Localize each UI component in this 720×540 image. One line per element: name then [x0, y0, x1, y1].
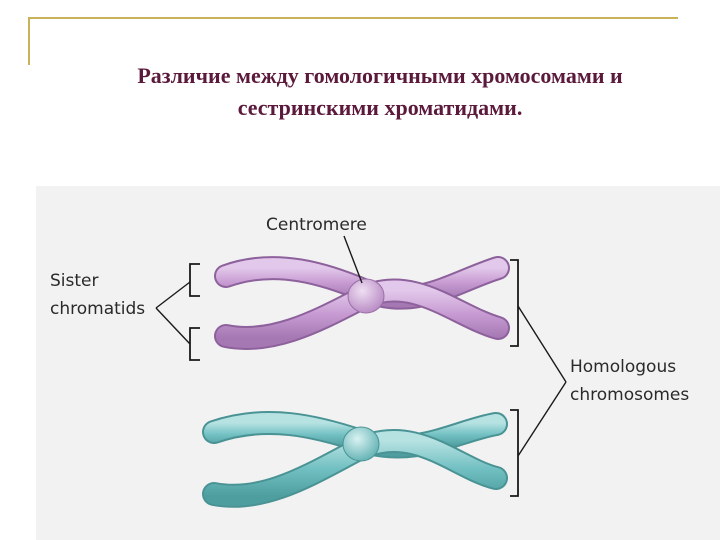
centromere-leader: [343, 235, 363, 284]
title-line-1: Различие между гомологичными хромосомами…: [137, 63, 623, 88]
homologous-leader-upper: [517, 305, 567, 383]
homologous-label-line-2: chromosomes: [570, 385, 689, 405]
homologous-bracket-upper: [510, 259, 519, 347]
centromere-top: [347, 278, 385, 314]
diagram-canvas: Centromere Sister chromatids Homologous …: [50, 215, 689, 508]
centromere-label: Centromere: [266, 215, 367, 235]
title-line-2: сестринскими хроматидами.: [237, 95, 523, 120]
chromosome-diagram: Centromere Sister chromatids Homologous …: [36, 186, 720, 540]
sister-bracket-lower: [189, 327, 200, 361]
sister-leader-lower: [155, 307, 191, 345]
sister-label-line-2: chromatids: [50, 299, 145, 319]
chromosome-bottom: [202, 411, 508, 508]
decorative-top-rule: [28, 17, 678, 19]
sister-label-line-1: Sister: [50, 271, 99, 291]
chromosome-top: [214, 256, 510, 350]
slide-title: Различие между гомологичными хромосомами…: [40, 60, 720, 124]
sister-leader-upper: [155, 281, 191, 309]
decorative-left-rule: [28, 17, 30, 65]
homologous-label-line-1: Homologous: [570, 357, 676, 377]
homologous-bracket-lower: [510, 409, 519, 497]
homologous-leader-lower: [517, 381, 567, 457]
sister-bracket-upper: [189, 263, 200, 297]
centromere-bottom: [342, 426, 380, 462]
